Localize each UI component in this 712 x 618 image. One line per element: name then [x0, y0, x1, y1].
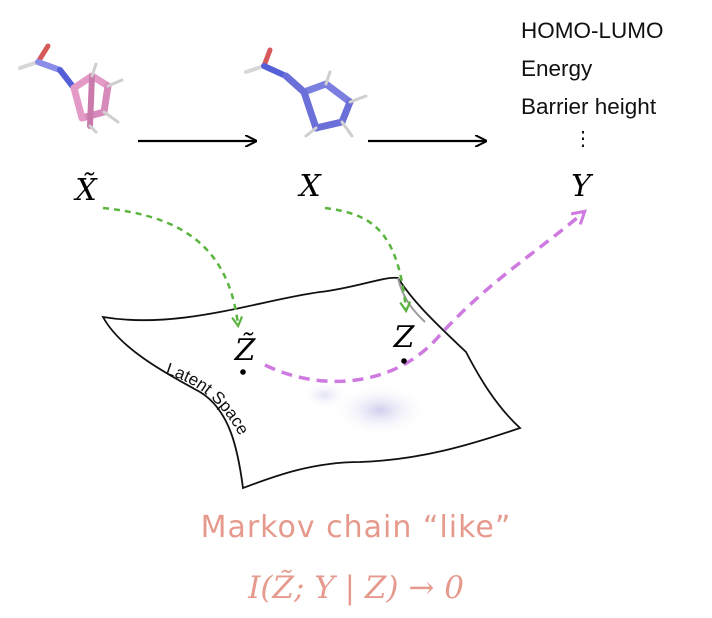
y-label: Y: [571, 169, 594, 204]
molecule-x: [244, 47, 368, 138]
z-point: [401, 358, 407, 364]
property-homo-lumo: HOMO-LUMO: [521, 18, 664, 43]
predict-arrow: [264, 212, 584, 384]
mutual-information-formula: I(Z̃; Y | Z) → 0: [248, 570, 464, 606]
property-list: HOMO-LUMO Energy Barrier height ⋮: [521, 12, 664, 152]
markov-chain-annotation: Markov chain “like”: [200, 510, 512, 545]
encode-arrow-x: [324, 206, 406, 310]
z-tilde-label: Z̃: [234, 333, 257, 368]
x-label: X: [297, 169, 322, 204]
x-tilde-label: X̃: [73, 173, 98, 208]
z-tilde-point: [240, 369, 246, 375]
latent-space-sheet: Latent Space: [101, 276, 522, 490]
property-barrier-height: Barrier height: [521, 94, 657, 119]
z-label: Z: [393, 320, 416, 355]
property-energy: Energy: [521, 56, 593, 81]
property-more: ⋮: [573, 128, 593, 150]
encode-arrow-x-tilde: [102, 206, 238, 325]
molecule-x-tilde: [18, 43, 124, 134]
